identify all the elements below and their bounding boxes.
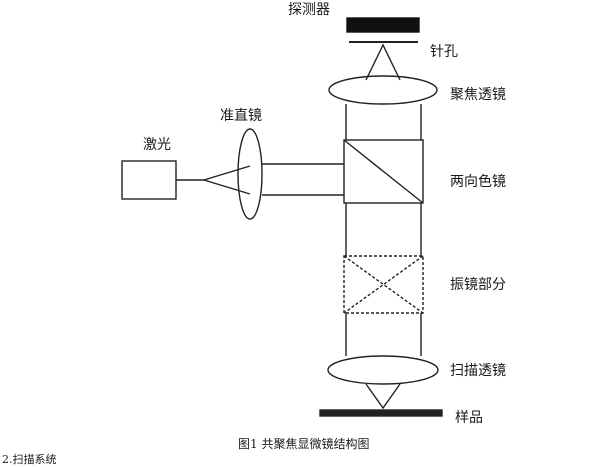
focusing-lens xyxy=(328,75,438,105)
figure-caption: 图1 共聚焦显微镜结构图 xyxy=(238,437,370,451)
laser-label: 激光 xyxy=(143,137,171,153)
footer-fragment: 2.扫描系统 xyxy=(2,453,57,466)
dichroic-mirror-diagonal xyxy=(343,139,424,204)
focusing-lens-label: 聚焦透镜 xyxy=(450,87,506,103)
detector-label: 探测器 xyxy=(288,2,330,18)
detector-bar xyxy=(346,17,420,33)
dichroic-mirror-box xyxy=(343,139,424,204)
galvo-section-label: 振镜部分 xyxy=(450,277,506,293)
dichroic-mirror-label: 两向色镜 xyxy=(450,174,506,190)
scanning-lens xyxy=(327,355,439,385)
collimator-lens xyxy=(237,128,263,220)
collimator-label: 准直镜 xyxy=(220,108,262,124)
pinhole-label: 针孔 xyxy=(430,44,458,60)
laser-box xyxy=(121,160,177,200)
sample-focus-cone xyxy=(365,383,401,410)
sample-label: 样品 xyxy=(455,410,483,426)
pinhole-cone xyxy=(365,43,401,81)
sample-bar xyxy=(319,409,443,417)
scanning-lens-label: 扫描透镜 xyxy=(450,363,506,379)
galvo-box xyxy=(343,255,424,314)
collimator-cone xyxy=(201,165,251,195)
